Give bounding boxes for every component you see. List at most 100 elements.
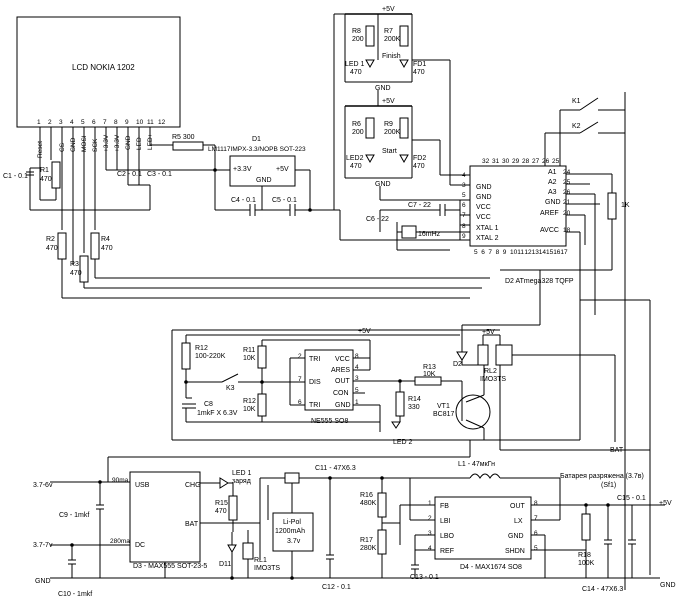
boost-pin: LBI: [440, 518, 451, 525]
boost-pin-num: 3: [428, 530, 432, 537]
mcu-right-num: 24: [563, 169, 571, 176]
timer-pin-num: 8: [355, 353, 359, 360]
c8-value: 1mkF X 6.3V: [197, 410, 238, 417]
chg-label: CHG: [185, 482, 201, 489]
start-label: Start: [382, 148, 397, 155]
r17-label: R17: [360, 537, 373, 544]
mcu-bottom-pin: 9: [503, 249, 507, 256]
top-led-section: +5V R8 200 R7 200K Finish LED 1 470 FD1 …: [344, 6, 426, 188]
c13-label: C13 - 0.1: [410, 574, 439, 581]
boost-pin: REF: [440, 548, 454, 555]
v1-label: 3.7-6v: [33, 482, 53, 489]
d4-label: D4 - MAX1674 SO8: [460, 564, 522, 571]
boost-pin-num: 2: [428, 515, 432, 522]
r2-value: 470: [46, 245, 58, 252]
c9-label: C9 - 1mkf: [59, 512, 89, 519]
c11-label: C11 - 47X6.3: [315, 465, 356, 472]
mcu-pin-num: 8: [462, 223, 466, 230]
r11-label: R11: [243, 347, 255, 354]
vt1-value: BC817: [433, 411, 455, 418]
c15-label: C15 - 0.1: [617, 495, 646, 502]
lcd-pin-number: 3: [59, 119, 63, 126]
timer-vcc: +5V: [358, 328, 371, 335]
r5-label: R5 300: [172, 134, 195, 141]
r1-label: R1: [40, 167, 49, 174]
timer-pin-num: 2: [298, 353, 302, 360]
timer-555: +5V TRI DIS TRI VCC ARES OUT CON GND 2 7…: [181, 328, 491, 446]
r6-label: R6: [352, 121, 361, 128]
fd1-label: FD1: [413, 61, 426, 68]
batlow-label: Батарея разряжена (3.7в): [560, 473, 644, 480]
fd2-label: FD2: [413, 155, 426, 162]
mcu-pin: XTAL 2: [476, 235, 499, 242]
gnd-label: GND: [35, 578, 51, 585]
c7-label: C7 - 22: [408, 202, 431, 209]
gnd2-label: GND: [375, 181, 391, 188]
r3-value: 470: [70, 270, 82, 277]
rl2-label: RL2: [484, 368, 497, 375]
reg-out: +3.3V: [233, 166, 252, 173]
boost: L1 - 47мкГн Батарея разряжена (3.7в) (Sf…: [360, 461, 676, 593]
mcu-bottom-pin: 16: [553, 249, 561, 256]
c2-label: C2 - 0.1: [117, 171, 142, 178]
r9-value: 200K: [384, 129, 401, 136]
boost-pin: GND: [508, 533, 524, 540]
batlow2-label: (Sf1): [601, 482, 616, 489]
mcu-bottom-pin: 15: [546, 249, 554, 256]
lcd-pin-label: +3.3V: [114, 134, 121, 152]
ma90-label: 90ma: [112, 477, 129, 484]
r4-label: R4: [101, 236, 110, 243]
vcc-label: +5V: [382, 6, 395, 13]
mcu-bottom-pin: 10: [510, 249, 518, 256]
xtal-label: 16mHz: [418, 231, 441, 238]
fd1-value: 470: [413, 69, 425, 76]
lcd-pin-label: LED+: [147, 133, 154, 150]
lipo-1: Li-Pol: [283, 519, 301, 526]
lcd-pin-label: +3.3V: [103, 134, 110, 152]
timer-pin-num: 6: [298, 399, 302, 406]
mcu-top-pin: 27: [532, 158, 540, 165]
r8-label: R8: [352, 28, 361, 35]
junctions: [70, 168, 610, 580]
rl1-label: RL1: [254, 557, 267, 564]
mcu-right-label: GND: [545, 199, 561, 206]
mcu-bottom-pin: 6: [481, 249, 485, 256]
mcu-bottom-pin: 13: [532, 249, 540, 256]
vcc2-label: +5V: [382, 98, 395, 105]
gnd1-label: GND: [375, 85, 391, 92]
mcu-pin: GND: [476, 184, 492, 191]
mcu-pin-num: 5: [462, 192, 466, 199]
r12b-label: R12: [243, 398, 256, 405]
r13-value: 10K: [423, 371, 436, 378]
reg-gnd: GND: [256, 177, 272, 184]
r15-value: 470: [215, 508, 227, 515]
r8-value: 200: [352, 36, 364, 43]
timer-pin: TRI: [309, 402, 320, 409]
d2-label: D2: [453, 361, 462, 368]
r15-label: R15: [215, 500, 228, 507]
boost-pin-num: 4: [428, 545, 432, 552]
c12-label: C12 - 0.1: [322, 584, 351, 591]
mcu-bottom-pin: 14: [539, 249, 547, 256]
c14-label: C14 - 47X6.3: [582, 586, 623, 593]
k3-label: K3: [226, 385, 235, 392]
r4-value: 470: [101, 245, 113, 252]
lcd-pin-label: CS: [59, 142, 66, 152]
mcu-pin: XTAL 1: [476, 225, 499, 232]
timer-pin-num: 1: [355, 399, 359, 406]
boost-gnd: GND: [660, 582, 676, 589]
mcu-top-pin: 26: [542, 158, 550, 165]
mcu-bottom-pin: 11: [517, 249, 524, 256]
timer-pin: DIS: [309, 379, 321, 386]
lcd-pin-label: GND: [125, 135, 132, 150]
r16-label: R16: [360, 492, 373, 499]
mcu-right-label: A2: [548, 179, 557, 186]
k2-label: K2: [572, 123, 581, 130]
r3-label: R3: [70, 261, 79, 268]
led2-value: 470: [350, 163, 362, 170]
relay-2: +5V D2 RL2 IMO3TS BAT: [453, 329, 624, 454]
mcu-right-label: AREF: [540, 210, 559, 217]
boost-pin-num: 6: [534, 530, 538, 537]
timer-pin: ARES: [331, 367, 350, 374]
